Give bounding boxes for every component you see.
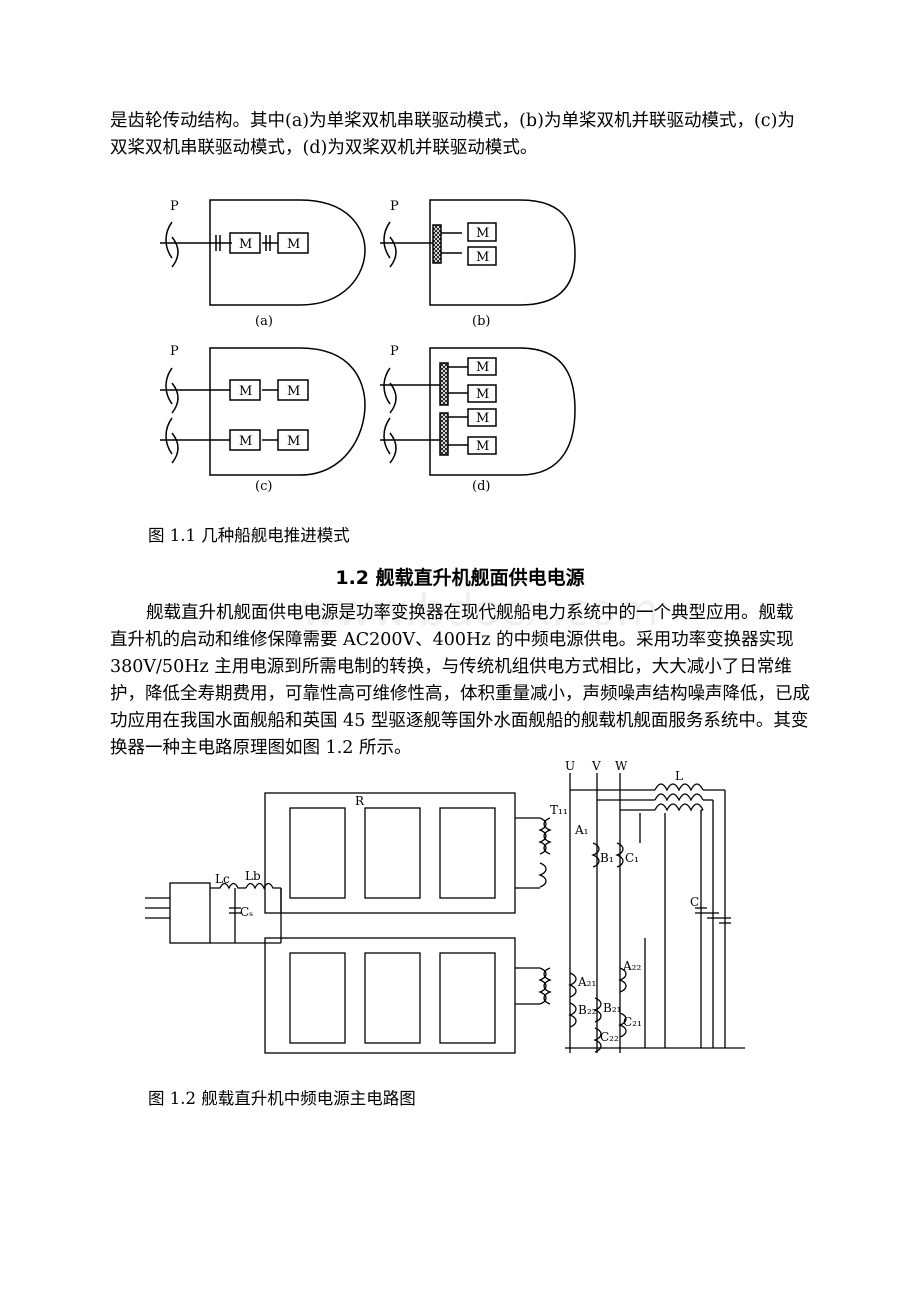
svg-text:Cₛ: Cₛ <box>240 905 253 919</box>
body-paragraph: 舰载直升机舰面供电电源是功率变换器在现代舰船电力系统中的一个典型应用。舰载直升机… <box>110 603 810 758</box>
svg-text:M: M <box>287 237 300 252</box>
svg-text:M: M <box>476 387 489 402</box>
svg-text:Lc: Lc <box>215 872 230 886</box>
svg-text:Lb: Lb <box>245 869 261 883</box>
svg-text:M: M <box>476 360 489 375</box>
svg-text:P: P <box>170 199 179 214</box>
svg-text:U: U <box>565 759 575 773</box>
svg-text:P: P <box>170 344 179 359</box>
svg-text:M: M <box>287 384 300 399</box>
svg-text:M: M <box>476 226 489 241</box>
svg-text:A₂₁: A₂₁ <box>577 975 596 989</box>
svg-text:W: W <box>615 759 628 773</box>
svg-text:(b): (b) <box>472 314 490 329</box>
intro-paragraph: 是齿轮传动结构。其中(a)为单桨双机串联驱动模式，(b)为单桨双机并联驱动模式，… <box>110 111 795 158</box>
figure-1-2: U V W L R T₁₁ A₁ B₁ C₁ Lb Lc Cₛ C A₂₁ A₂… <box>145 759 745 1054</box>
svg-text:B₁: B₁ <box>600 851 614 865</box>
figure-1-1-caption: 图 1.1 几种船舰电推进模式 <box>148 526 350 545</box>
svg-text:L: L <box>675 769 683 783</box>
svg-text:B₂₁: B₂₁ <box>603 1001 621 1015</box>
svg-text:M: M <box>287 434 300 449</box>
svg-text:M: M <box>476 250 489 265</box>
svg-text:C₁: C₁ <box>625 851 639 865</box>
svg-text:R: R <box>355 794 365 808</box>
svg-text:A₂₂: A₂₂ <box>622 959 641 973</box>
svg-text:P: P <box>390 199 399 214</box>
svg-text:M: M <box>476 439 489 454</box>
svg-text:A₁: A₁ <box>574 823 588 837</box>
svg-text:C₂₂: C₂₂ <box>600 1030 619 1044</box>
svg-text:M: M <box>239 384 252 399</box>
svg-text:P: P <box>390 344 399 359</box>
svg-text:T₁₁: T₁₁ <box>550 803 568 817</box>
svg-text:M: M <box>476 411 489 426</box>
svg-text:M: M <box>239 434 252 449</box>
watermark: www.bdocx.com <box>300 585 659 636</box>
section-heading: 1.2 舰载直升机舰面供电电源 <box>335 567 585 589</box>
figure-1-2-caption: 图 1.2 舰载直升机中频电源主电路图 <box>148 1089 416 1108</box>
svg-text:V: V <box>591 759 601 773</box>
svg-text:(c): (c) <box>255 479 272 494</box>
svg-text:(a): (a) <box>255 314 273 329</box>
svg-text:(d): (d) <box>472 479 490 494</box>
svg-text:B₂₂: B₂₂ <box>578 1003 597 1017</box>
svg-text:C₂₁: C₂₁ <box>623 1015 642 1029</box>
svg-text:C: C <box>690 895 699 909</box>
svg-text:M: M <box>239 237 252 252</box>
